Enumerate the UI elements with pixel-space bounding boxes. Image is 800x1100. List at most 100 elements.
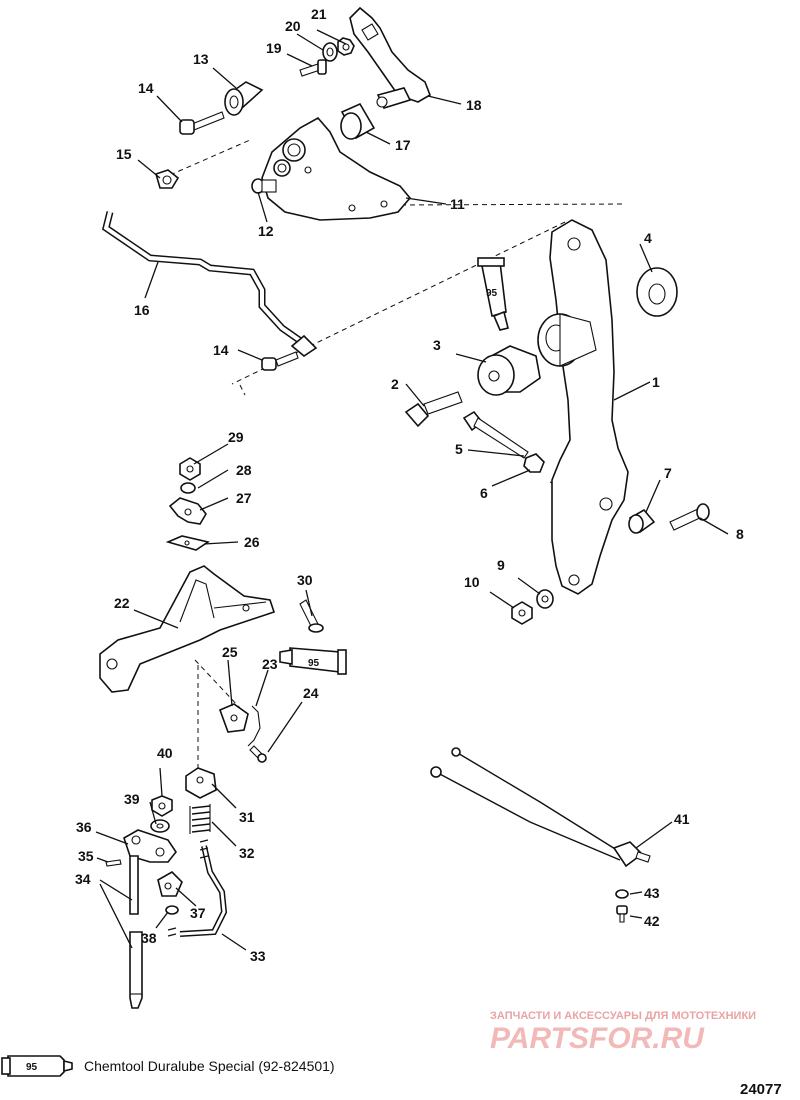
callout-21: 21: [311, 6, 327, 22]
callout-37: 37: [190, 905, 206, 921]
callout-5: 5: [455, 441, 463, 457]
clip-part-15: [155, 169, 180, 189]
callout-3: 3: [433, 337, 441, 353]
legend-tube-icon: [7, 1055, 65, 1077]
callout-29: 29: [228, 429, 244, 445]
callout-8: 8: [736, 526, 744, 542]
washer-part-20: [322, 42, 338, 62]
cable-harness-part-41: [430, 747, 651, 868]
sleeve-part-13: [224, 81, 264, 116]
callout-36: 36: [76, 819, 92, 835]
link-rod-part-16: [102, 211, 318, 357]
callout-20: 20: [285, 18, 301, 34]
callout-38: 38: [141, 930, 157, 946]
stud-part-12: [251, 178, 277, 194]
callout-40: 40: [157, 745, 173, 761]
washer-part-28: [180, 482, 196, 494]
retainer-part-23: [247, 705, 261, 747]
legend: 95 Chemtool Duralube Special (92-824501): [1, 1055, 335, 1077]
block-part-31: [185, 767, 217, 799]
callout-10: 10: [464, 574, 480, 590]
bolt-part-8: [669, 503, 710, 531]
callout-11: 11: [450, 196, 465, 212]
washer-part-4: [636, 267, 678, 317]
washer-part-9: [536, 589, 554, 609]
bracket-part-22: [99, 565, 276, 693]
bolt-part-14-top: [179, 111, 225, 135]
callout-26: 26: [244, 534, 260, 550]
lever-hub: [537, 313, 597, 367]
callout-13: 13: [193, 51, 209, 67]
callout-28: 28: [236, 462, 252, 478]
callout-14-mid: 14: [213, 342, 229, 358]
clip-part-25: [218, 703, 249, 733]
retainer-part-37: [157, 871, 183, 897]
screw-part-42: [616, 905, 628, 923]
callout-23: 23: [262, 656, 278, 672]
callout-6: 6: [480, 485, 488, 501]
callout-4: 4: [644, 230, 652, 246]
callout-27: 27: [236, 490, 252, 506]
nut-part-40: [151, 795, 173, 817]
pin-part-35: [105, 859, 122, 867]
lubricant-tube-lower: 95: [279, 647, 347, 675]
callout-24: 24: [303, 685, 319, 701]
callout-34: 34: [75, 871, 91, 887]
bushing-part-17: [340, 102, 376, 140]
callout-leaders: [95, 29, 729, 951]
screw-part-5: [462, 410, 529, 459]
callout-12: 12: [258, 223, 274, 239]
washer-part-39: [150, 819, 170, 833]
nut-part-6: [523, 453, 545, 473]
screw-part-30: [299, 599, 324, 633]
callout-14-top: 14: [138, 80, 154, 96]
callout-39: 39: [124, 791, 140, 807]
washer-part-38: [165, 905, 179, 915]
bolt-part-14-mid: [261, 351, 299, 371]
bolt-part-2: [404, 391, 463, 428]
callout-35: 35: [78, 848, 94, 864]
callout-2: 2: [391, 376, 399, 392]
callout-7: 7: [664, 465, 672, 481]
watermark: ЗАПЧАСТИ И АКСЕССУАРЫ ДЛЯ МОТОТЕХНИКИ PA…: [490, 1010, 756, 1055]
plate-part-26: [165, 535, 210, 551]
callout-41: 41: [674, 811, 690, 827]
lube-code-lower: 95: [308, 658, 320, 669]
figure-number: 24077: [740, 1081, 782, 1098]
bushing-part-7: [628, 508, 656, 534]
spring-part-32: [189, 804, 211, 834]
callout-32: 32: [239, 845, 255, 861]
bracket-part-11: [261, 116, 412, 221]
rod-part-33: [167, 839, 228, 937]
legend-text: Chemtool Duralube Special (92-824501): [84, 1058, 335, 1074]
shaft-part-34: [129, 855, 143, 1009]
callout-1: 1: [652, 374, 660, 390]
callout-33: 33: [250, 948, 266, 964]
throttle-arm-part-18: [349, 6, 431, 109]
callout-16: 16: [134, 302, 150, 318]
callout-19: 19: [266, 40, 282, 56]
callout-15: 15: [116, 146, 132, 162]
legend-code: 95: [26, 1062, 38, 1073]
callout-31: 31: [239, 809, 255, 825]
nut-part-29: [179, 457, 201, 481]
washer-part-43: [615, 889, 629, 899]
watermark-line1: ЗАПЧАСТИ И АКСЕССУАРЫ ДЛЯ МОТОТЕХНИКИ: [490, 1010, 756, 1022]
clip-part-27: [168, 497, 207, 525]
watermark-line2: PARTSFOR.RU: [490, 1022, 705, 1055]
callout-25: 25: [222, 644, 238, 660]
main-lever-part-1: [549, 219, 629, 595]
callout-9: 9: [497, 557, 505, 573]
lubricant-tube-upper: 95: [477, 257, 509, 331]
callout-18: 18: [466, 97, 482, 113]
lube-code-upper: 95: [486, 288, 498, 299]
callout-22: 22: [114, 595, 130, 611]
callout-42: 42: [644, 913, 660, 929]
screw-part-24: [249, 745, 267, 763]
callout-43: 43: [644, 885, 660, 901]
lockwasher-part-21: [337, 37, 355, 56]
screw-part-19: [299, 59, 327, 77]
callout-numbers: 1 2 3 4 5 6 7 8 9 10 11 12 13 14 14 15 1…: [75, 6, 744, 964]
callout-30: 30: [297, 572, 313, 588]
